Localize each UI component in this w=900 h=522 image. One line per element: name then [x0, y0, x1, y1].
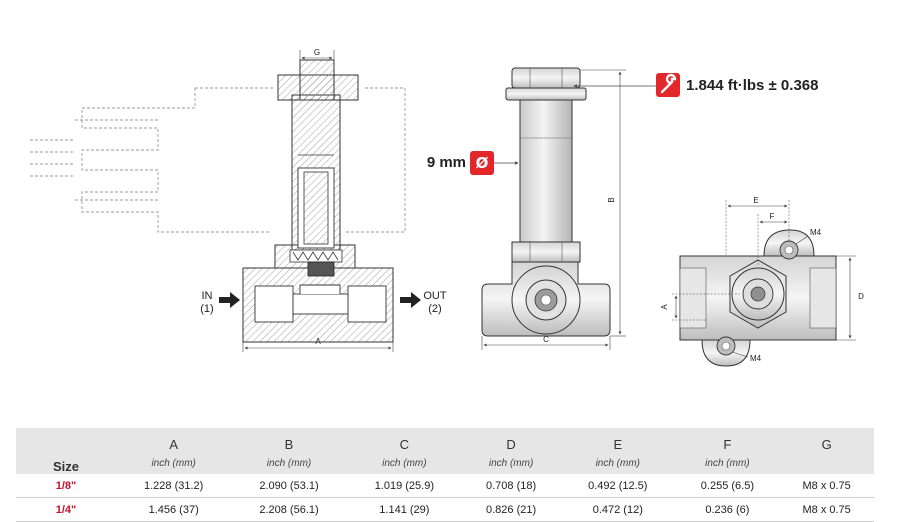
table-row: 1/4" 1.456 (37) 2.208 (56.1) 1.141 (29) … — [16, 497, 874, 522]
svg-text:Ø: Ø — [476, 154, 489, 172]
section-top-nut — [277, 59, 359, 101]
unit-f: inch (mm) — [675, 452, 780, 474]
table-cell: 0.255 (6.5) — [675, 474, 780, 498]
torque-value: 1.844 ft·lbs ± 0.368 — [686, 77, 818, 94]
row-size: 1/8" — [16, 474, 116, 498]
dim-label-d: D — [858, 292, 864, 301]
port-out-number: (2) — [428, 303, 441, 315]
column-header-a: A — [116, 428, 232, 452]
column-header-g: G — [779, 428, 874, 452]
thread-label-top: M4 — [810, 228, 822, 237]
dim-a-side: A — [660, 293, 740, 321]
thread-callout-top: M4 — [795, 228, 822, 245]
arrow-right-icon — [219, 292, 240, 308]
dim-c: C — [481, 335, 611, 350]
port-out: OUT (2) — [400, 290, 447, 315]
column-header-e: E — [560, 428, 676, 452]
table-header-row: Size A B C D E F G — [16, 428, 874, 474]
unit-a: inch (mm) — [116, 452, 232, 474]
valve-technical-drawing: G A IN (1) OUT (2) — [30, 48, 864, 367]
row-size: 1/4" — [16, 497, 116, 522]
table-cell: M8 x 0.75 — [779, 497, 874, 522]
unit-e: inch (mm) — [560, 452, 676, 474]
unit-b: inch (mm) — [231, 452, 347, 474]
table-cell: 1.019 (25.9) — [346, 474, 463, 498]
thread-label-bottom: M4 — [750, 354, 762, 363]
column-header-b: B — [231, 428, 347, 452]
table-cell: 0.492 (12.5) — [560, 474, 676, 498]
section-plunger-tube — [291, 94, 341, 251]
table-cell: M8 x 0.75 — [779, 474, 874, 498]
table-cell: 0.472 (12) — [560, 497, 676, 522]
front-view: B C 1.844 ft·lbs ± 0.368 9 mm Ø — [427, 67, 818, 350]
diameter-value: 9 mm — [427, 154, 466, 171]
unit-c: inch (mm) — [346, 452, 463, 474]
dim-f: F — [757, 212, 788, 266]
front-tube — [519, 99, 573, 243]
size-header: Size — [16, 428, 116, 474]
dim-label-e: E — [753, 196, 758, 205]
mounting-ear-top — [763, 229, 815, 260]
torque-callout: 1.844 ft·lbs ± 0.368 — [573, 73, 818, 97]
dim-label-a-side: A — [660, 304, 669, 310]
table-cell: 0.236 (6) — [675, 497, 780, 522]
thread-callout-bottom: M4 — [731, 351, 762, 363]
port-out-label: OUT — [423, 290, 447, 302]
unit-g — [779, 452, 874, 474]
dim-d: D — [836, 255, 864, 341]
column-header-d: D — [462, 428, 561, 452]
table-cell: 1.228 (31.2) — [116, 474, 232, 498]
section-valve-body — [242, 267, 394, 343]
dim-a: A — [242, 337, 394, 352]
arrow-right-icon — [400, 292, 421, 308]
section-spring-seal — [289, 249, 343, 277]
table-cell: 0.708 (18) — [462, 474, 561, 498]
wrench-icon — [656, 73, 680, 97]
dim-label-g: G — [314, 48, 320, 57]
section-view: G A IN (1) OUT (2) — [30, 48, 447, 352]
dimensions-table: Size A B C D E F G inch (mm) inch (mm) i… — [16, 428, 874, 522]
table-cell: 2.090 (53.1) — [231, 474, 347, 498]
column-header-f: F — [675, 428, 780, 452]
dim-label-c: C — [543, 335, 549, 344]
bottom-view: E F D A M4 M4 — [660, 196, 864, 367]
table-cell: 0.826 (21) — [462, 497, 561, 522]
table-row: 1/8" 1.228 (31.2) 2.090 (53.1) 1.019 (25… — [16, 474, 874, 498]
port-in-label: IN — [202, 290, 213, 302]
dim-e: E — [725, 196, 790, 256]
table-cell: 1.141 (29) — [346, 497, 463, 522]
dim-b: B — [580, 69, 626, 337]
front-hex-nut — [511, 241, 581, 263]
unit-d: inch (mm) — [462, 452, 561, 474]
front-top-nut — [505, 67, 587, 101]
table-cell: 1.456 (37) — [116, 497, 232, 522]
column-header-c: C — [346, 428, 463, 452]
coil-ghost-outline — [30, 87, 406, 233]
dim-label-f: F — [770, 212, 775, 221]
table-cell: 2.208 (56.1) — [231, 497, 347, 522]
diameter-callout: 9 mm Ø — [427, 151, 519, 175]
mounting-ear-bottom — [701, 336, 751, 367]
port-in-number: (1) — [200, 303, 213, 315]
port-in: IN (1) — [200, 290, 240, 315]
dim-label-a: A — [315, 337, 321, 346]
diameter-icon: Ø — [470, 151, 494, 175]
table-units-row: inch (mm) inch (mm) inch (mm) inch (mm) … — [16, 452, 874, 474]
dim-g: G — [299, 48, 335, 62]
dim-label-b: B — [607, 197, 616, 202]
